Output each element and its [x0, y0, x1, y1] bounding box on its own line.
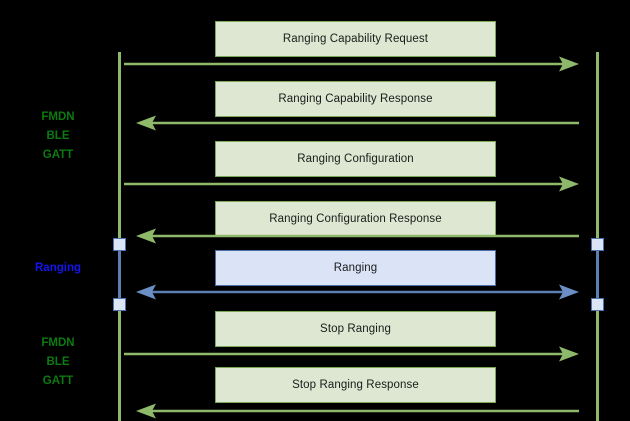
arrow-ranging-configuration [124, 176, 579, 192]
phase-label-ranging: Ranging [35, 262, 81, 274]
lifeline-right-upper-segment [596, 52, 599, 241]
message-stop-ranging: Stop Ranging [215, 311, 496, 347]
phase-label-fmdn-ble-gatt-bottom: FMDN BLE GATT [41, 337, 75, 387]
message-ranging-capability-response: Ranging Capability Response [215, 81, 496, 117]
arrow-stop-ranging-response [136, 403, 579, 419]
arrow-ranging-capability-response [136, 115, 579, 131]
lifeline-left-ranging-segment [118, 241, 121, 307]
activation-box-right-start [591, 238, 604, 251]
lifeline-left-lower-segment [118, 305, 121, 421]
arrow-ranging-bidirectional [136, 284, 579, 300]
arrow-stop-ranging [124, 346, 579, 362]
activation-box-left-end [113, 298, 126, 311]
activation-box-left-start [113, 238, 126, 251]
arrow-ranging-configuration-response [136, 228, 579, 244]
message-ranging-configuration: Ranging Configuration [215, 141, 496, 177]
message-ranging-capability-request: Ranging Capability Request [215, 21, 496, 57]
arrow-ranging-capability-request [124, 56, 579, 72]
message-stop-ranging-response: Stop Ranging Response [215, 367, 496, 403]
lifeline-right-lower-segment [596, 305, 599, 421]
lifeline-right-ranging-segment [596, 241, 599, 307]
message-ranging-configuration-response: Ranging Configuration Response [215, 201, 496, 237]
phase-label-fmdn-ble-gatt-top: FMDN BLE GATT [41, 111, 75, 161]
activation-box-right-end [591, 298, 604, 311]
message-ranging: Ranging [215, 250, 496, 286]
lifeline-left-upper-segment [118, 52, 121, 241]
